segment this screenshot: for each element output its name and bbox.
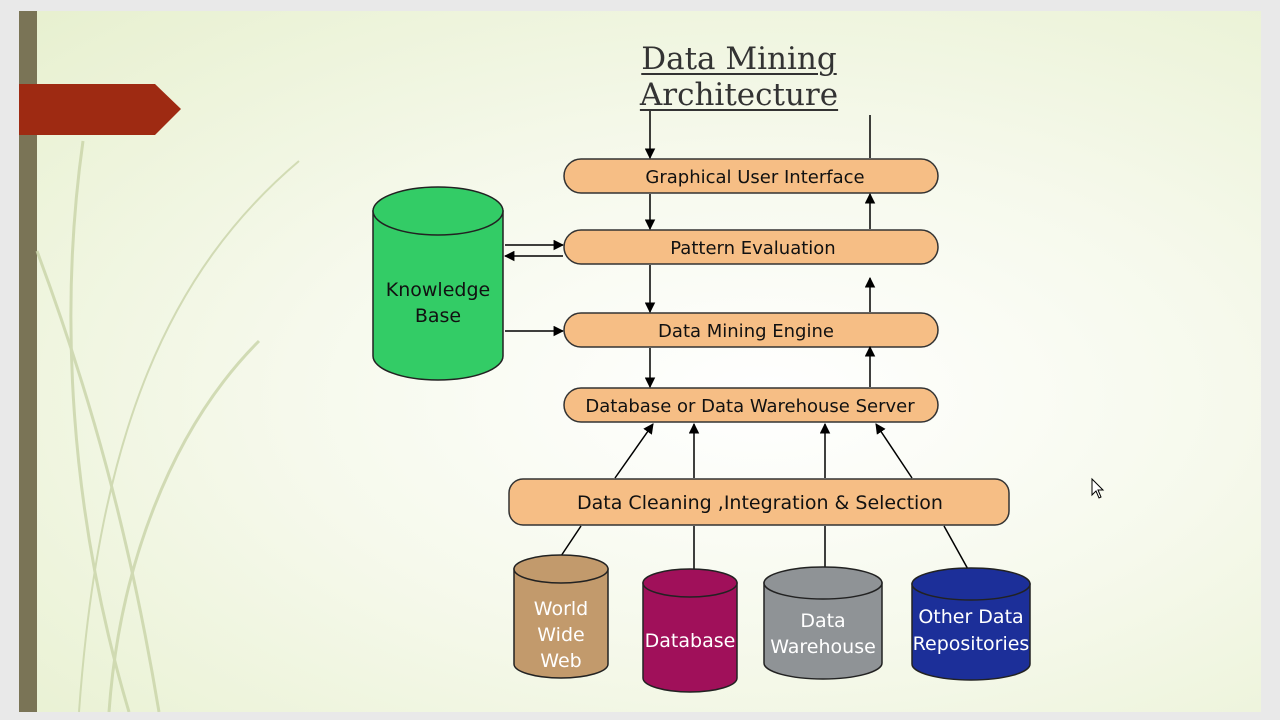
db-server-layer: Database or Data Warehouse Server — [563, 387, 939, 423]
world-wide-web-cylinder: World Wide Web — [513, 554, 609, 679]
slide-canvas: Knowledge Base Graphical User Interface … — [19, 11, 1105, 712]
flow-arrows — [503, 109, 970, 572]
knowledge-base-label-line2: Base — [415, 305, 461, 327]
gui-layer: Graphical User Interface — [563, 158, 939, 194]
mining-engine-label: Data Mining Engine — [658, 321, 834, 342]
warehouse-label-line2: Warehouse — [770, 636, 876, 658]
data-warehouse-cylinder: Data Warehouse — [763, 566, 883, 680]
www-label-line3: Web — [540, 650, 581, 672]
other-repos-label-line2: Repositories — [913, 633, 1030, 655]
knowledge-base-cylinder: Knowledge Base — [372, 186, 504, 381]
slide-title: Data Mining Architecture — [639, 41, 839, 113]
www-label-line1: World — [534, 598, 588, 620]
knowledge-base-label-line1: Knowledge — [386, 279, 490, 301]
other-repositories-cylinder: Other Data Repositories — [911, 567, 1031, 681]
left-accent-bar — [19, 11, 37, 712]
cleaning-layer-label: Data Cleaning ,Integration & Selection — [577, 492, 943, 514]
cleaning-layer: Data Cleaning ,Integration & Selection — [508, 478, 1010, 526]
pattern-evaluation-layer: Pattern Evaluation — [563, 229, 939, 265]
gui-layer-label: Graphical User Interface — [645, 167, 864, 188]
mining-engine-layer: Data Mining Engine — [563, 312, 939, 348]
www-label-line2: Wide — [537, 624, 584, 646]
db-server-label: Database or Data Warehouse Server — [585, 396, 915, 417]
pattern-evaluation-label: Pattern Evaluation — [670, 238, 835, 259]
other-repos-label-line1: Other Data — [918, 606, 1023, 628]
decorative-curves — [35, 140, 300, 712]
database-label: Database — [645, 630, 736, 652]
database-cylinder: Database — [642, 568, 738, 693]
slide: Knowledge Base Graphical User Interface … — [19, 11, 1261, 712]
mouse-cursor-icon — [1091, 477, 1105, 499]
arrow-banner-shape — [19, 84, 181, 135]
warehouse-label-line1: Data — [800, 610, 845, 632]
